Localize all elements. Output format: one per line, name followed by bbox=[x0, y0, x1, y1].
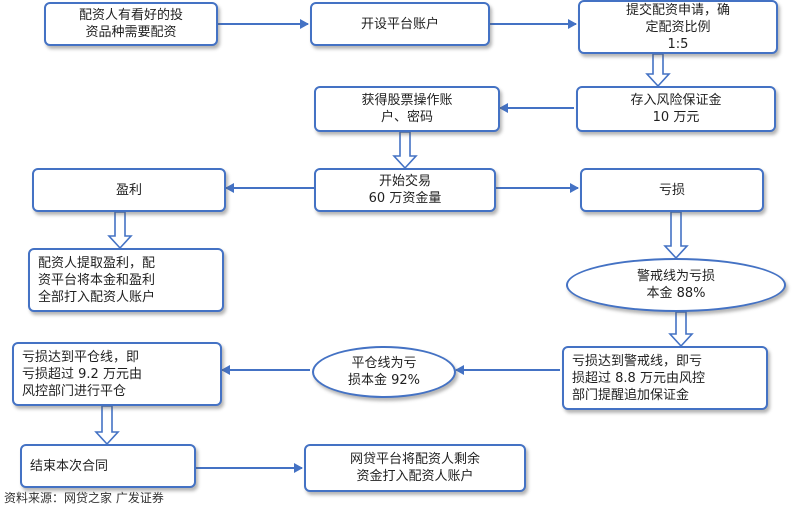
node-need-financing: 配资人有看好的投 资品种需要配资 bbox=[44, 2, 218, 46]
node-profit: 盈利 bbox=[32, 168, 226, 212]
node-reach-liquidation-line: 亏损达到平仓线，即 亏损超过 9.2 万元由 风控部门进行平仓 bbox=[12, 342, 222, 406]
double-arrow-n3-n4 bbox=[645, 53, 671, 88]
node-start-trading: 开始交易 60 万资金量 bbox=[314, 168, 496, 212]
node-reach-warning-line: 亏损达到警戒线，即亏 损超过 8.8 万元由风控 部门提醒追加保证金 bbox=[562, 346, 768, 410]
double-arrow-n5-n6 bbox=[392, 131, 418, 170]
node-loss: 亏损 bbox=[580, 168, 764, 212]
node-transfer-remaining-funds: 网贷平台将配资人剩余 资金打入配资人账户 bbox=[304, 444, 526, 492]
source-footnote: 资料来源：网贷之家 广发证券 bbox=[4, 491, 164, 505]
node-submit-application: 提交配资申请，确 定配资比例 1:5 bbox=[578, 0, 778, 54]
node-get-stock-account: 获得股票操作账 户、密码 bbox=[314, 86, 500, 132]
node-withdraw-profit: 配资人提取盈利，配 资平台将本金和盈利 全部打入配资人账户 bbox=[28, 248, 224, 312]
double-arrow-n8-n10 bbox=[663, 211, 689, 260]
node-end-contract: 结束本次合同 bbox=[20, 444, 196, 488]
double-arrow-n7-n9 bbox=[107, 211, 133, 250]
node-open-platform-account: 开设平台账户 bbox=[310, 2, 490, 46]
double-arrow-n10-n11 bbox=[668, 311, 694, 348]
node-deposit-margin: 存入风险保证金 10 万元 bbox=[576, 86, 776, 132]
node-liquidation-line: 平仓线为亏 损本金 92% bbox=[312, 346, 456, 398]
node-warning-line: 警戒线为亏损 本金 88% bbox=[566, 258, 786, 312]
double-arrow-n13-n14 bbox=[94, 405, 120, 446]
